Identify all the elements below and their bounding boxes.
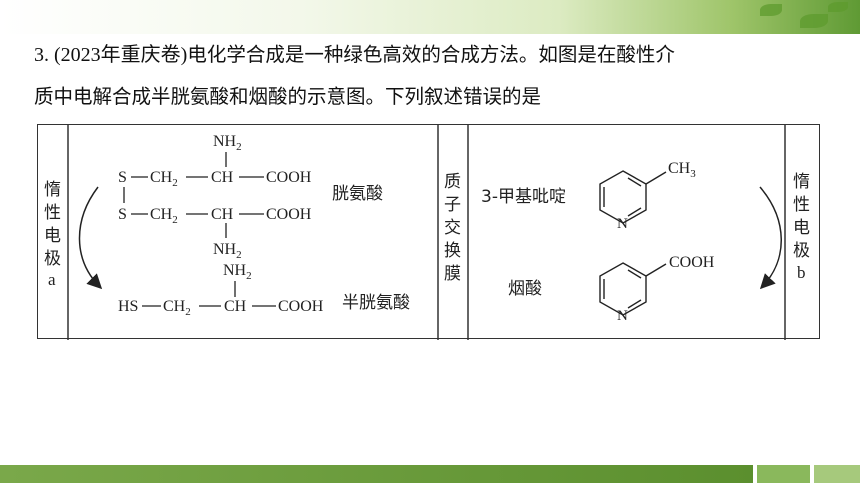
question-text: 3. (2023年重庆卷)电化学合成是一种绿色高效的合成方法。如图是在酸性介 质… <box>34 34 834 117</box>
svg-text:a: a <box>48 270 56 289</box>
svg-text:S: S <box>118 169 127 186</box>
cysteine-label: 半胱氨酸 <box>342 293 410 313</box>
svg-text:性: 性 <box>793 195 810 215</box>
svg-text:CH: CH <box>211 169 234 186</box>
svg-text:惰: 惰 <box>793 172 810 192</box>
membrane-label: 质 子 交 换 膜 <box>444 172 461 284</box>
svg-text:换: 换 <box>444 241 461 261</box>
svg-text:COOH: COOH <box>266 206 312 223</box>
right-reaction-arrow <box>759 186 782 290</box>
svg-text:电: 电 <box>793 218 810 238</box>
svg-text:CH2: CH2 <box>163 298 191 318</box>
leaf-decoration <box>800 14 828 28</box>
svg-text:CH: CH <box>224 298 247 315</box>
svg-text:NH2: NH2 <box>223 262 252 282</box>
svg-text:CH2: CH2 <box>150 169 178 189</box>
svg-text:惰: 惰 <box>44 180 61 200</box>
svg-text:极: 极 <box>793 241 810 261</box>
bottom-bar-segment <box>757 465 810 483</box>
cystine-label: 胱氨酸 <box>332 184 383 204</box>
methylpyridine-n: N <box>617 216 628 232</box>
left-reaction-arrow <box>78 186 103 290</box>
niacin-structure <box>599 262 667 316</box>
svg-text:b: b <box>797 263 806 282</box>
diagram-svg: 惰 性 电 极 a 质 子 交 换 膜 惰 性 电 极 b NH2 <box>44 125 810 340</box>
leaf-decoration <box>828 2 848 12</box>
niacin-n: N <box>617 308 628 324</box>
methylpyridine-label: 3-甲基吡啶 <box>481 187 566 207</box>
left-electrode-label: 惰 性 电 极 a <box>44 180 61 289</box>
svg-text:膜: 膜 <box>444 264 461 284</box>
svg-text:子: 子 <box>444 195 461 215</box>
right-electrode-label: 惰 性 电 极 b <box>793 172 810 282</box>
svg-text:质: 质 <box>444 172 461 192</box>
top-banner <box>0 0 860 34</box>
question-line1: 电化学合成是一种绿色高效的合成方法。如图是在酸性介 <box>187 43 675 66</box>
methylpyridine-structure <box>599 170 667 224</box>
niacin-cooh: COOH <box>669 254 715 271</box>
svg-text:性: 性 <box>44 203 61 223</box>
question-line2: 质中电解合成半胱氨酸和烟酸的示意图。下列叙述错误的是 <box>34 85 542 108</box>
svg-text:CH: CH <box>211 206 234 223</box>
svg-text:交: 交 <box>444 218 461 238</box>
bottom-bar <box>0 465 860 483</box>
question-number: 3. (2023年重庆卷) <box>34 44 188 66</box>
svg-text:COOH: COOH <box>278 298 324 315</box>
svg-text:CH2: CH2 <box>150 206 178 226</box>
electrolysis-diagram: 惰 性 电 极 a 质 子 交 换 膜 惰 性 电 极 b NH2 <box>37 124 820 340</box>
svg-text:极: 极 <box>44 249 61 269</box>
niacin-label: 烟酸 <box>508 279 542 299</box>
cysteine-structure: NH2 HS CH2 CH COOH <box>118 262 324 318</box>
svg-text:NH2: NH2 <box>213 241 242 261</box>
cystine-structure: NH2 S CH2 CH COOH S CH2 CH COOH NH2 <box>118 133 312 261</box>
bottom-bar-segment <box>814 465 860 483</box>
svg-text:COOH: COOH <box>266 169 312 186</box>
bottom-bar-segment <box>0 465 753 483</box>
svg-text:NH2: NH2 <box>213 133 242 153</box>
leaf-decoration <box>760 4 782 16</box>
svg-text:S: S <box>118 206 127 223</box>
svg-text:HS: HS <box>118 298 138 315</box>
svg-text:电: 电 <box>44 226 61 246</box>
methylpyridine-ch3: CH3 <box>668 160 696 180</box>
